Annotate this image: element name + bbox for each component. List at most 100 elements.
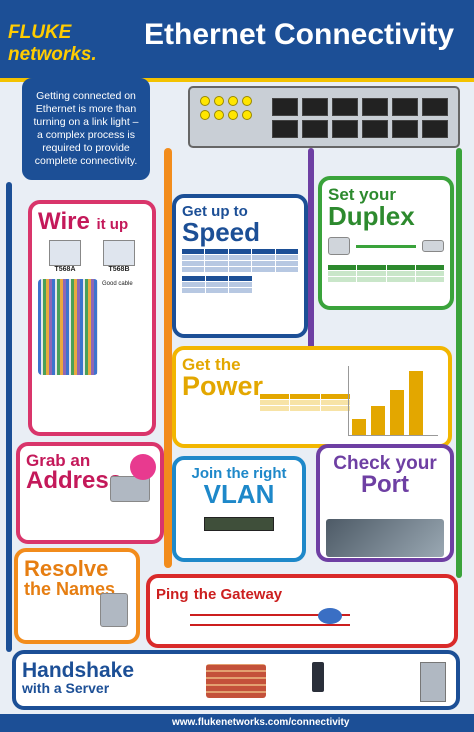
table-cell: [229, 282, 252, 287]
table-cell: [205, 267, 228, 272]
server-icon: [420, 662, 446, 702]
switch-led: [228, 110, 238, 120]
table-cell: [205, 276, 229, 281]
linkrunner-tester-icon: [312, 662, 324, 692]
panel-title-small: Get up to: [182, 203, 248, 220]
laptop-icon: [110, 476, 150, 507]
table-cell: [275, 255, 298, 260]
panel-title-small: Grab an: [26, 451, 91, 470]
switch-port: [392, 98, 418, 116]
table-cell: [357, 271, 386, 276]
table-cell: [415, 271, 444, 276]
table-cell: [229, 276, 252, 281]
cable-pairs-image: [38, 279, 98, 375]
switch-port: [362, 98, 388, 116]
intro-callout: Getting connected on Ethernet is more th…: [22, 78, 150, 180]
switch-port-grid: [272, 98, 448, 138]
table-cell: [357, 277, 386, 282]
cable-section: Good cable: [38, 273, 146, 375]
server-icon: [100, 593, 128, 632]
power-table: [260, 394, 350, 411]
power-bar: [409, 371, 423, 435]
panel-title-big: the Names: [24, 579, 116, 599]
table-cell: [182, 282, 205, 287]
jack-icon: [49, 240, 81, 266]
table-cell: [328, 277, 357, 282]
switch-port: [332, 98, 358, 116]
switch-port: [422, 120, 448, 138]
table-cell: [252, 267, 275, 272]
switch-port: [332, 120, 358, 138]
table-cell: [328, 265, 357, 270]
panel-title-small: Get the: [182, 355, 241, 374]
link-arrow: [356, 244, 416, 248]
dhcp-badge-icon: [130, 454, 156, 480]
logo-secondary: networks.: [8, 44, 97, 65]
footer-url[interactable]: www.flukenetworks.com/connectivity: [172, 717, 350, 728]
table-cell: [182, 255, 205, 260]
table-cell: [290, 394, 320, 399]
table-cell: [205, 261, 228, 266]
panel-title-small: Check your: [333, 453, 437, 474]
router-icon: [318, 608, 342, 624]
panel-title-big: Port: [361, 471, 409, 498]
table-cell: [275, 261, 298, 266]
panel-title-big: Ping: [156, 586, 189, 603]
panel-title-big: Duplex: [328, 201, 415, 231]
panel-title-big: Handshake: [22, 659, 135, 682]
duplex-table: [328, 265, 444, 282]
table-cell: [205, 249, 228, 254]
table-cell: [290, 406, 320, 411]
table-cell: [415, 277, 444, 282]
table-cell: [275, 249, 298, 254]
jack-t568a: T568A: [49, 240, 81, 273]
computer-icon: [328, 237, 350, 255]
panel-title-small: the Gateway: [193, 586, 283, 603]
switch-led-grid: [200, 96, 260, 120]
switch-port: [362, 120, 388, 138]
power-bar: [390, 390, 404, 435]
table-cell: [357, 265, 386, 270]
vlan-switch-icon: [204, 517, 274, 531]
header-stripe: [0, 78, 474, 82]
table-cell: [260, 406, 290, 411]
network-switch-illustration: [188, 86, 460, 148]
table-cell: [386, 271, 415, 276]
switch-led: [242, 110, 252, 120]
poster-title: Ethernet Connectivity: [144, 18, 455, 51]
switch-port: [392, 120, 418, 138]
switch-port: [302, 98, 328, 116]
switch-led: [200, 110, 210, 120]
table-cell: [415, 265, 444, 270]
table-cell: [252, 255, 275, 260]
table-cell: [252, 249, 275, 254]
poster-footer: www.flukenetworks.com/connectivity: [0, 714, 474, 732]
panel-ping-the-gateway: Ping the Gateway: [146, 574, 458, 648]
table-cell: [328, 271, 357, 276]
fluke-networks-logo: FLUKE networks.: [8, 22, 132, 65]
intro-text: Getting connected on Ethernet is more th…: [33, 90, 139, 167]
table-cell: [320, 406, 350, 411]
duplex-diagram: [328, 237, 444, 255]
table-cell: [229, 288, 252, 293]
table-cell: [228, 249, 252, 254]
jack-diagrams: T568A T568B: [38, 240, 146, 273]
table-cell: [228, 267, 252, 272]
connector-line-purple: [308, 148, 314, 448]
port-photo: [326, 519, 444, 557]
poster-header: FLUKE networks. Ethernet Connectivity: [0, 0, 474, 78]
logo-primary: FLUKE: [8, 22, 72, 43]
panel-title-big: Address: [26, 467, 123, 494]
jack-icon: [103, 240, 135, 266]
table-cell: [260, 400, 290, 405]
panel-title-small: Set your: [328, 185, 397, 204]
